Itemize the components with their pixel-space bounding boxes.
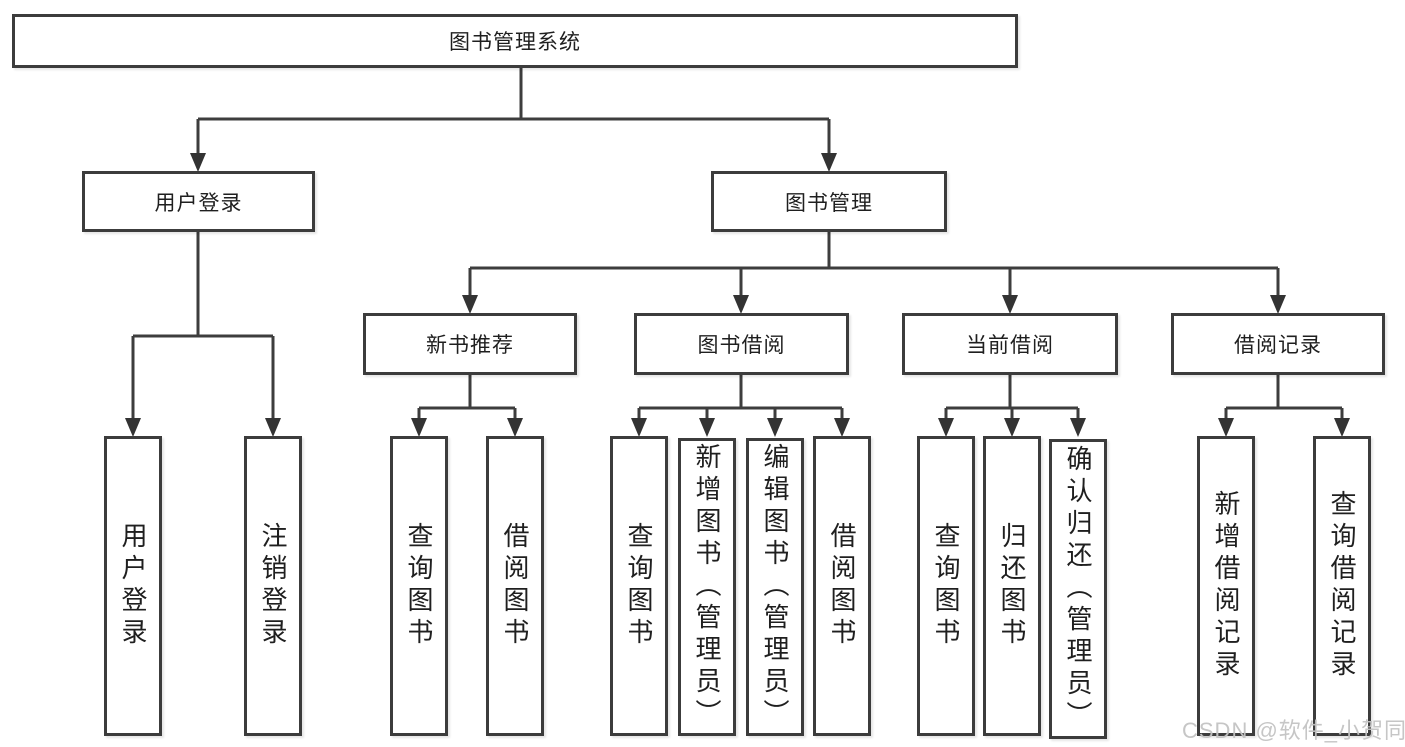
node-leaf-bb-borrow: 借阅图书	[813, 436, 871, 736]
node-leaf-logout: 注销登录	[244, 436, 302, 736]
node-leaf-nb-borrow: 借阅图书	[486, 436, 544, 736]
node-leaf-user-login: 用户登录	[104, 436, 162, 736]
node-book-borrow: 图书借阅	[634, 313, 849, 375]
node-current-borrow: 当前借阅	[902, 313, 1118, 375]
edge-root-to-level2	[190, 68, 837, 172]
csdn-watermark: CSDN @软件_小贺同学	[1182, 718, 1405, 743]
node-leaf-cb-query: 查询图书	[917, 436, 975, 736]
edge-newbookrec-to-leaves	[411, 375, 523, 437]
node-leaf-nb-query: 查询图书	[390, 436, 448, 736]
edge-bookmgmt-to-level3	[462, 232, 1286, 314]
node-user-login: 用户登录	[82, 171, 315, 232]
node-leaf-br-query: 查询借阅记录	[1313, 436, 1371, 736]
node-leaf-bb-query: 查询图书	[610, 436, 668, 736]
node-leaf-bb-edit: 编辑图书（管理员）	[746, 438, 804, 736]
node-new-book-rec: 新书推荐	[363, 313, 577, 375]
node-leaf-cb-confirm: 确认归还（管理员）	[1049, 439, 1107, 739]
node-borrow-record: 借阅记录	[1171, 313, 1385, 375]
node-leaf-cb-return: 归还图书	[983, 436, 1041, 736]
node-book-mgmt: 图书管理	[711, 171, 947, 232]
edge-borrowrecord-to-leaves	[1218, 375, 1350, 437]
edge-bookborrow-to-leaves	[631, 375, 850, 437]
edge-userlogin-to-leaves	[125, 232, 281, 437]
node-leaf-br-add: 新增借阅记录	[1197, 436, 1255, 736]
node-root: 图书管理系统	[12, 14, 1018, 68]
edge-currentborrow-to-leaves	[938, 375, 1086, 437]
node-leaf-bb-add: 新增图书（管理员）	[678, 438, 736, 736]
